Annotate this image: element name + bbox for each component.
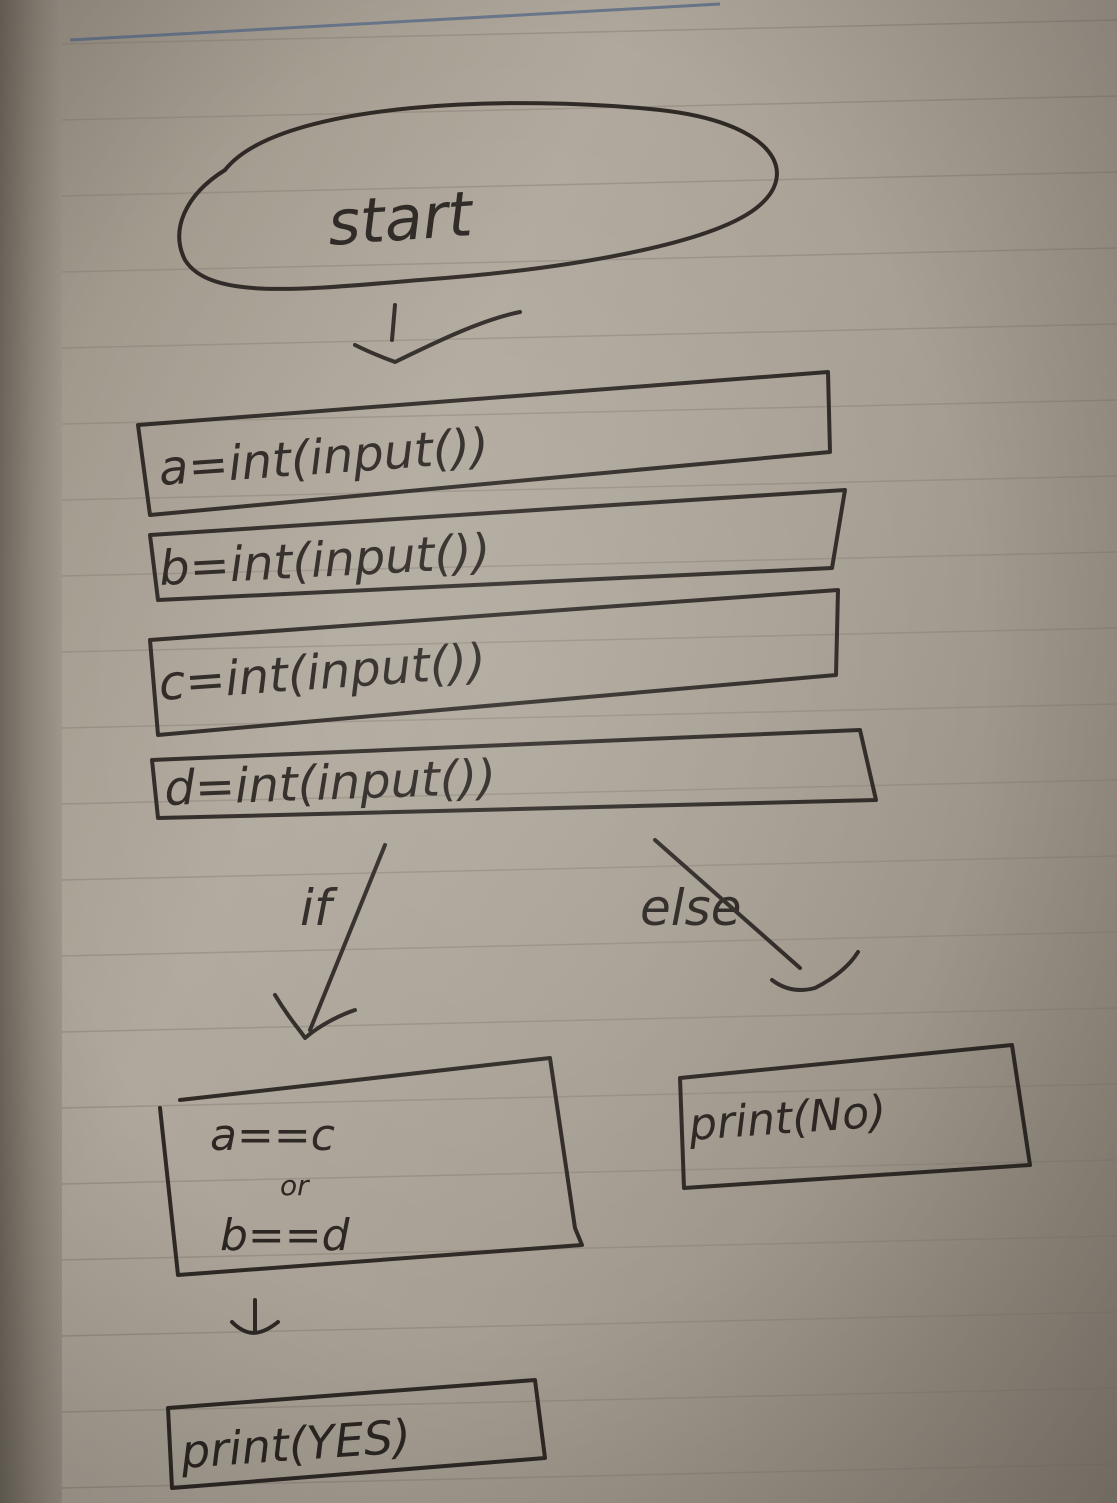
start-oval-outline — [177, 101, 779, 291]
input-process-d: d=int(input()) — [150, 728, 878, 820]
input-d-label: d=int(input()) — [163, 749, 496, 817]
input-process-a: a=int(input()) — [136, 370, 832, 517]
input-a-label: a=int(input()) — [157, 418, 491, 497]
start-terminal: start — [177, 101, 779, 291]
condition-line2: or — [280, 1169, 310, 1202]
condition-box: a==c or b==d — [158, 1056, 584, 1277]
condition-line3: b==d — [220, 1210, 351, 1261]
input-c-label: c=int(input()) — [157, 633, 488, 712]
output-yes-label: print(YES) — [178, 1409, 413, 1479]
ruled-lines — [61, 2, 1117, 1489]
arrow-start-to-input — [353, 303, 522, 364]
arrow-condition-to-yes — [230, 1298, 280, 1335]
branch-if-label: if — [300, 879, 338, 937]
branch-else-label: else — [640, 879, 741, 937]
start-label: start — [325, 177, 477, 260]
branch-else: else — [640, 838, 860, 992]
output-yes-box: print(YES) — [166, 1378, 547, 1490]
notebook-binding — [0, 0, 62, 1503]
output-no-label: print(No) — [686, 1086, 888, 1151]
condition-line1: a==c — [210, 1110, 335, 1161]
